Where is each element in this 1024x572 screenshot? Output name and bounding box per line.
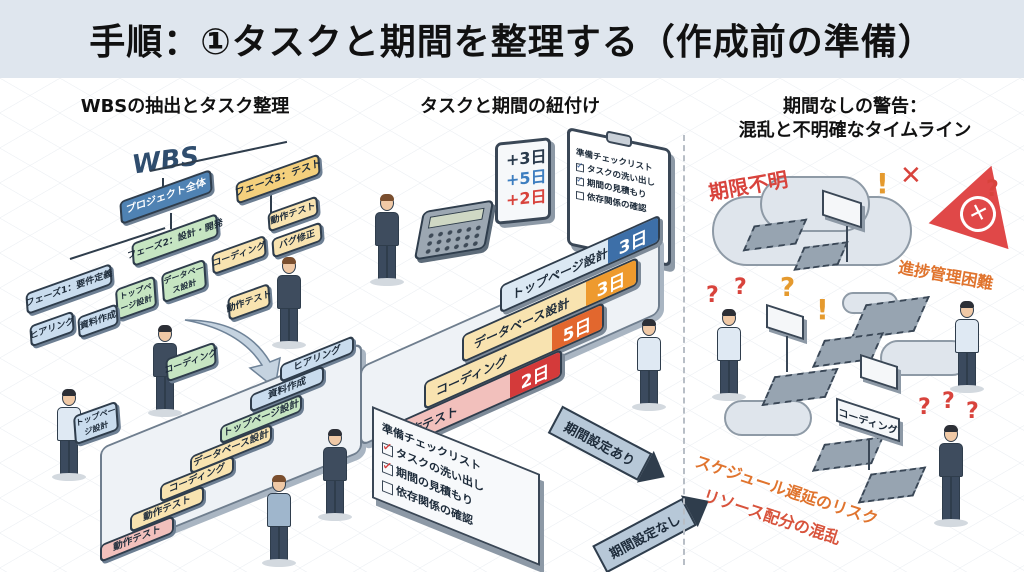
question-mark-icon: ? — [734, 275, 747, 300]
section-divider — [683, 135, 685, 565]
checkbox-empty-icon — [576, 190, 584, 201]
title-bar: 手順：①タスクと期間を整理する（作成前の準備） — [0, 0, 1024, 78]
person-man-reviewing — [318, 429, 352, 521]
cross-mark-icon: ✕ — [900, 161, 922, 191]
warning-title-line1: 期間なしの警告： — [783, 96, 927, 117]
person-confused-man — [712, 309, 746, 401]
checkbox-checked-icon — [382, 460, 393, 477]
checkbox-checked-icon — [576, 176, 584, 187]
person-man-with-tablet — [632, 319, 666, 411]
curved-flow-arrow — [184, 319, 281, 390]
question-mark-icon: ? — [780, 273, 796, 303]
section-title-warning: 期間なしの警告： 混乱と不明確なタイムライン — [700, 95, 1010, 143]
tablet-line: +2日 — [506, 186, 547, 210]
section-title-wbs: WBSの抽出とタスク整理 — [80, 96, 290, 117]
person-woman-holding-card — [272, 257, 306, 349]
warning-title-line2: 混乱と不明確なタイムライン — [738, 120, 972, 141]
exclamation-icon: ! — [876, 167, 889, 200]
exclamation-icon: ! — [816, 293, 829, 326]
question-mark-icon: ? — [986, 177, 999, 202]
checkbox-empty-icon — [382, 479, 393, 496]
question-mark-icon: ? — [918, 395, 931, 420]
person-worried-man — [934, 425, 968, 527]
person-shrugging-woman — [950, 301, 984, 393]
person-man-with-tablet — [370, 194, 404, 286]
person-woman-reviewing — [262, 475, 296, 567]
tree-connector — [170, 213, 172, 229]
page-title: 手順：①タスクと期間を整理する（作成前の準備） — [89, 22, 935, 63]
cloud — [724, 400, 812, 436]
question-mark-icon: ? — [942, 389, 955, 414]
signpost-pole — [868, 440, 870, 470]
section-title-linking: タスクと期間の紐付け — [420, 96, 600, 117]
signpost-pole — [786, 336, 788, 372]
tree-connector — [270, 190, 272, 220]
duration-tablet: +3日 +5日 +2日 — [495, 137, 551, 225]
checkbox-checked-icon — [576, 162, 584, 173]
question-mark-icon: ? — [706, 283, 719, 308]
question-mark-icon: ? — [966, 399, 979, 424]
signpost-pole — [846, 226, 848, 262]
